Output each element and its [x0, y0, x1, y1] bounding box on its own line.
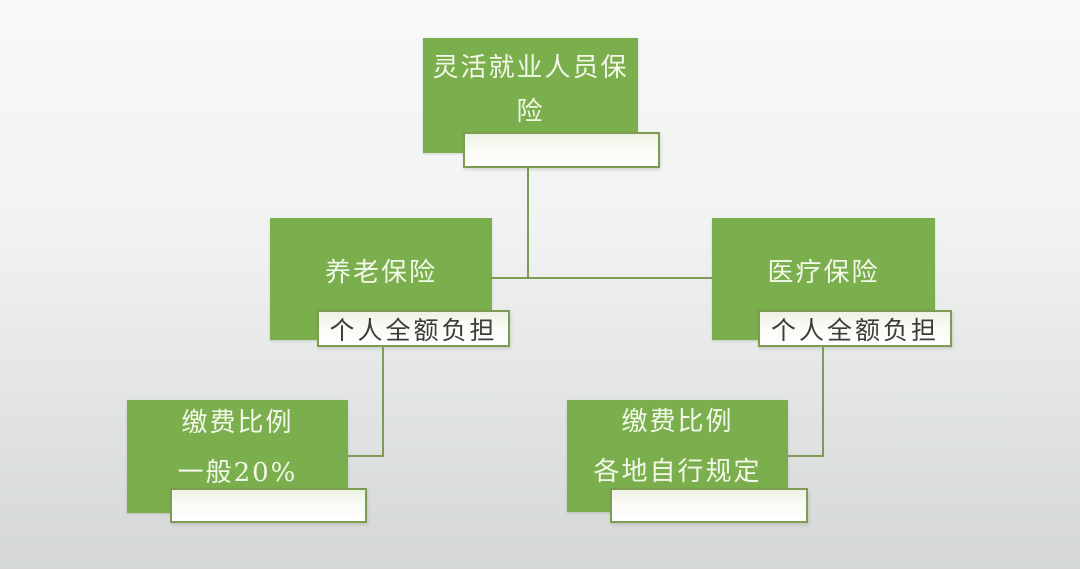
connector-pension-to-rate-vertical	[382, 347, 384, 457]
caption-box-medical-individual-pays: 个人全额负担	[758, 310, 952, 347]
caption-box-pension-rate-empty	[170, 488, 367, 523]
pension-rate-title: 缴费比例	[181, 407, 294, 438]
pension-rate-value: 一般20%	[177, 457, 298, 488]
connector-pension-to-rate-horizontal	[348, 455, 384, 457]
medical-rate-title: 缴费比例	[621, 407, 734, 437]
connector-medical-to-rate-vertical	[822, 347, 824, 457]
connector-root-horizontal	[492, 277, 713, 279]
caption-box-root-empty	[463, 132, 660, 168]
caption-box-medical-rate-empty	[610, 488, 808, 523]
connector-root-vertical	[527, 168, 529, 278]
connector-medical-to-rate-horizontal	[788, 455, 824, 457]
medical-rate-value: 各地自行规定	[593, 457, 762, 487]
caption-box-pension-individual-pays: 个人全额负担	[317, 310, 510, 347]
